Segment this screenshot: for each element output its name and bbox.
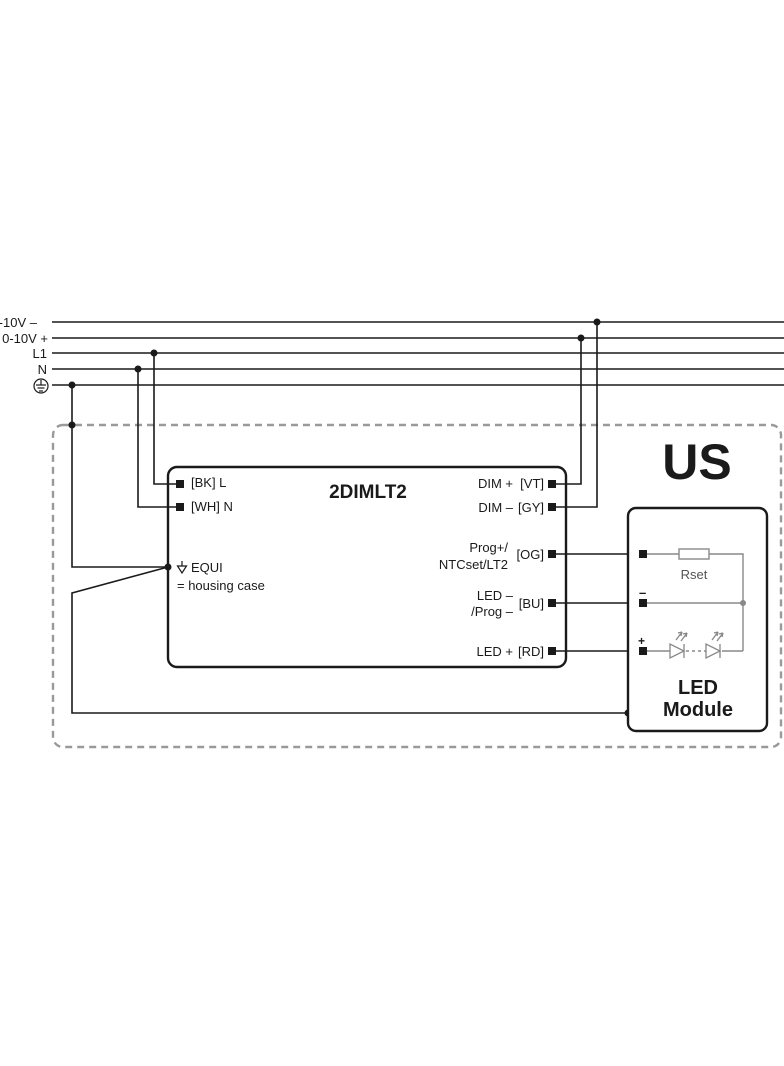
wire-dim-plus-to-vt: [553, 338, 582, 485]
junction-dot: [150, 349, 158, 357]
terminal-label-gy: [GY]: [518, 500, 544, 515]
us-enclosure-boundary: [51, 423, 783, 749]
module-terminal-og: [639, 550, 647, 558]
terminal-label-wh: [WH] N: [191, 499, 233, 514]
terminal-label-rd: [RD]: [518, 644, 544, 659]
led-diode-icon: [705, 631, 724, 660]
module-plus-mark: +: [638, 634, 645, 648]
terminal-bu: [548, 599, 556, 607]
junction-dot: [68, 421, 76, 429]
driver-terminals: [176, 480, 556, 655]
terminal-function-dim-plus: DIM +: [478, 476, 513, 491]
module-terminals: [639, 550, 647, 655]
terminal-function-prog-line2: NTCset/LT2: [439, 557, 508, 572]
module-minus-mark: –: [639, 585, 646, 600]
terminal-label-og: [OG]: [517, 547, 544, 562]
junction-dot: [577, 334, 585, 342]
terminal-rd: [548, 647, 556, 655]
rset-label: Rset: [681, 567, 708, 582]
led-module-label-line1: LED: [678, 677, 718, 699]
terminal-function-led-minus-line1: LED –: [477, 588, 514, 603]
junction-dots: [68, 318, 632, 717]
driver-name: 2DIMLT2: [329, 482, 407, 503]
rset-resistor-icon: [678, 548, 710, 560]
wire-n-to-wh: [137, 369, 179, 508]
led-module-label-line2: Module: [663, 699, 733, 721]
module-terminal-bu: [639, 599, 647, 607]
terminal-function-led-plus: LED +: [477, 644, 514, 659]
equi-note: = housing case: [177, 578, 265, 593]
terminal-label-vt: [VT]: [520, 476, 544, 491]
module-internal-circuit: [647, 548, 744, 652]
terminal-bk: [176, 480, 184, 488]
terminal-label-bu: [BU]: [519, 596, 544, 611]
terminal-label-bk: [BK] L: [191, 475, 226, 490]
terminal-gy: [548, 503, 556, 511]
terminal-function-prog-line1: Prog+/: [469, 540, 508, 555]
terminal-function-dim-minus: DIM –: [478, 500, 513, 515]
bus-label-dim-plus: 0-10V +: [2, 331, 48, 346]
wire-l1-to-bk: [153, 353, 179, 485]
module-junction-dot: [740, 600, 746, 606]
bus-label-dim-minus: 0-10V –: [0, 315, 38, 330]
terminal-vt: [548, 480, 556, 488]
equi-label: EQUI: [191, 560, 223, 575]
led-module-box: [626, 506, 769, 733]
wire-equi-to-module-ground: [71, 566, 628, 714]
terminal-wh: [176, 503, 184, 511]
junction-dot: [164, 563, 172, 571]
wire-earth-to-equi: [71, 385, 168, 568]
bus-label-n: N: [38, 362, 47, 377]
wire-dim-minus-to-gy: [553, 322, 598, 508]
junction-dot: [68, 381, 76, 389]
equipotential-ground-icon: [176, 561, 188, 575]
module-terminal-rd: [639, 647, 647, 655]
junction-dot: [593, 318, 601, 326]
bus-label-l1: L1: [33, 346, 47, 361]
led-diode-icon: [669, 631, 688, 660]
junction-dot: [134, 365, 142, 373]
terminal-function-led-minus-line2: /Prog –: [471, 604, 514, 619]
earth-ground-icon: [33, 378, 49, 394]
supply-bus: [52, 321, 784, 386]
region-label: US: [662, 434, 731, 490]
terminal-og: [548, 550, 556, 558]
